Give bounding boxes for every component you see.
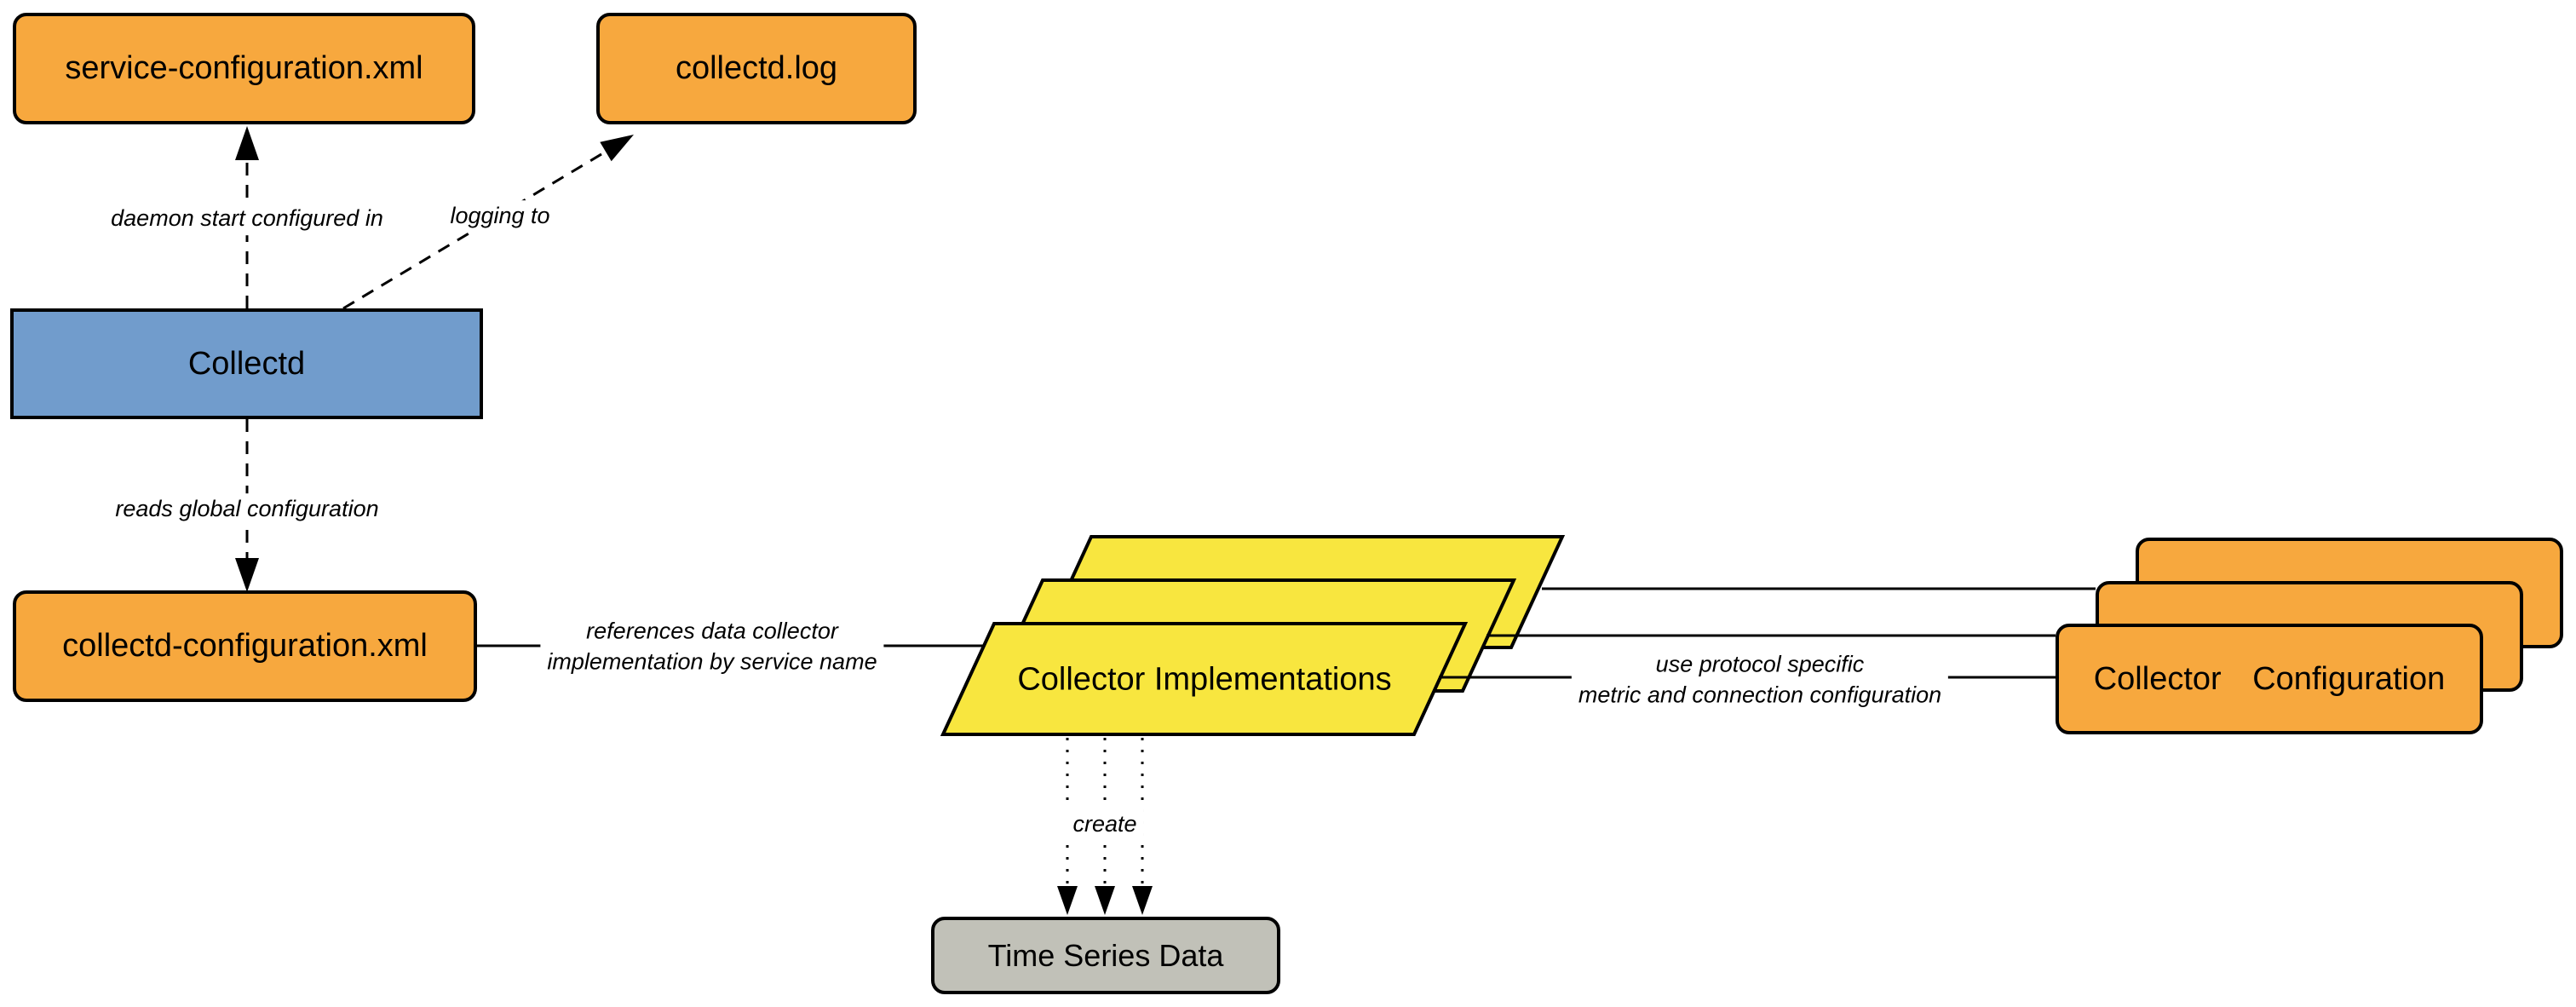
- node-collector-implementations-label: Collector Implementations: [1017, 661, 1392, 698]
- edge-label-references-line2: implementation by service name: [547, 648, 877, 674]
- node-time-series-data: Time Series Data: [931, 917, 1280, 994]
- edge-label-use-protocol-line2: metric and connection configuration: [1578, 682, 1942, 707]
- edge-label-daemon-start: daemon start configured in: [104, 203, 390, 235]
- node-collectd: Collectd: [10, 308, 483, 419]
- collector-implementations-stack: [940, 535, 1566, 736]
- node-service-configuration-xml: service-configuration.xml: [13, 13, 475, 124]
- node-collectd-configuration-xml: collectd-configuration.xml: [13, 590, 477, 702]
- edge-label-use-protocol: use protocol specific metric and connect…: [1571, 648, 1949, 711]
- edge-label-references-line1: references data collector: [586, 618, 838, 644]
- edge-create-arrows: [1057, 738, 1153, 915]
- node-collector-configuration: Collector Configuration: [2056, 624, 2483, 734]
- edge-reads-global-arrow: [235, 419, 259, 592]
- edge-label-references: references data collector implementation…: [540, 615, 884, 678]
- edge-logging-to-arrow: [342, 135, 634, 310]
- edge-label-logging-to: logging to: [443, 200, 557, 233]
- node-collectd-log: collectd.log: [596, 13, 917, 124]
- edge-label-create: create: [1066, 808, 1144, 841]
- edge-label-reads-global: reads global configuration: [108, 493, 386, 526]
- edge-label-use-protocol-line1: use protocol specific: [1655, 651, 1865, 677]
